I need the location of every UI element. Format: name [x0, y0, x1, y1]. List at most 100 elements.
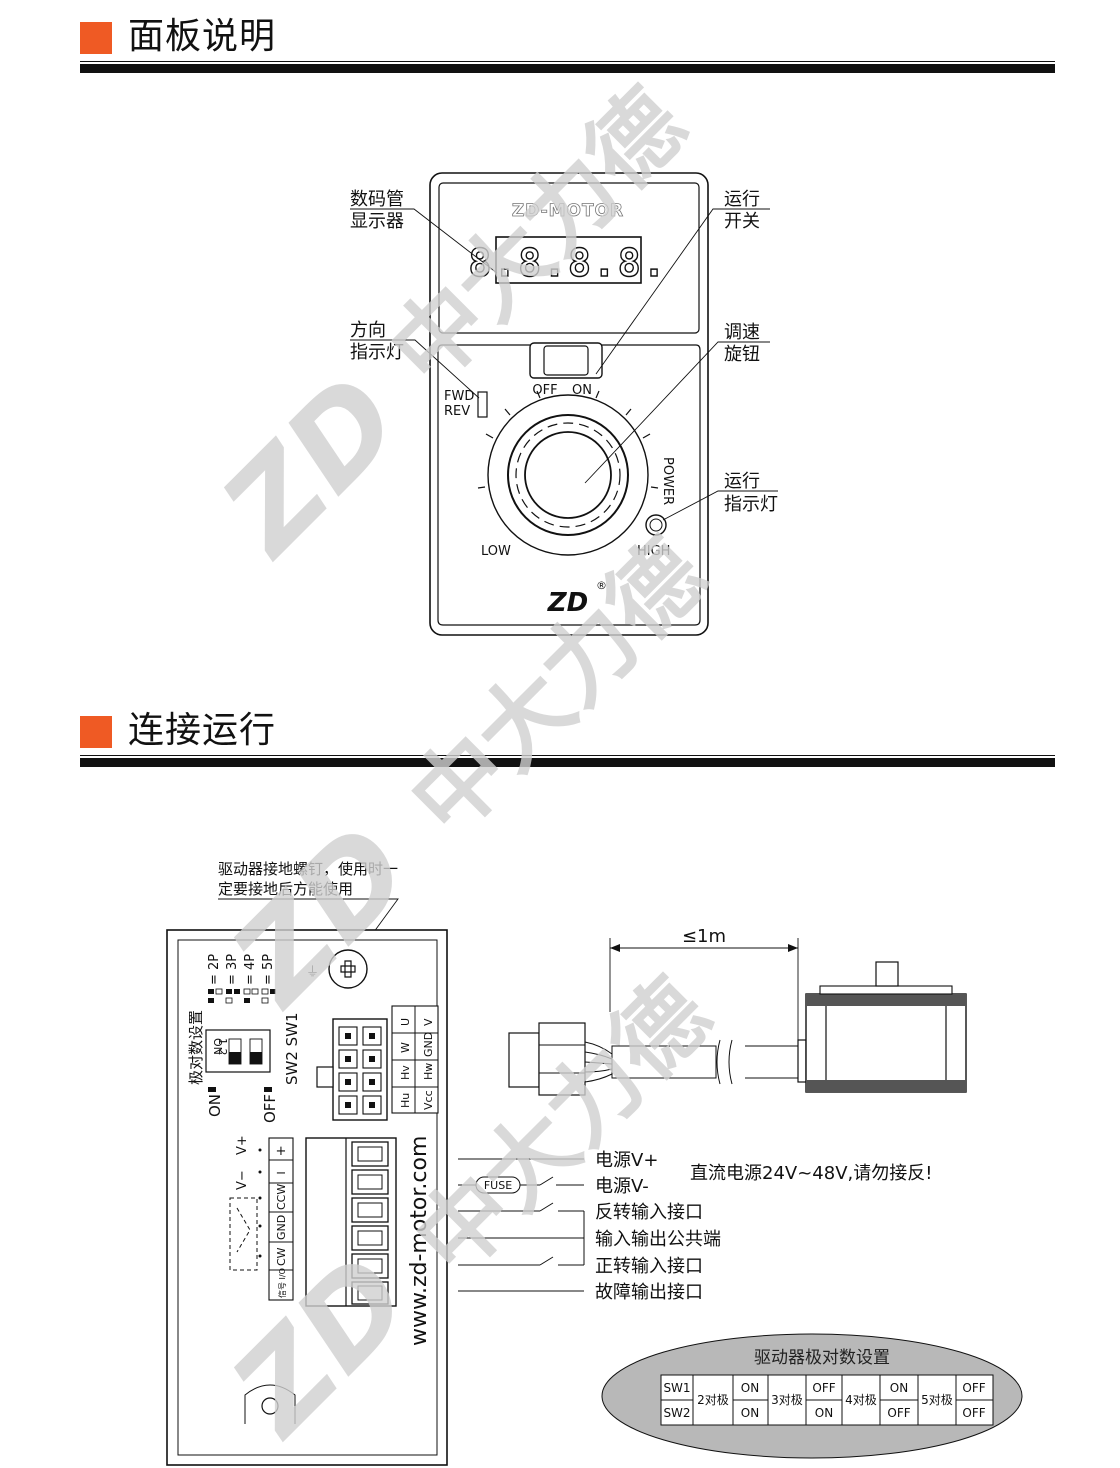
dashed-switch-line — [236, 1207, 251, 1253]
dip-switch-knob — [229, 1052, 241, 1064]
pole-group-4-sw1: ON — [890, 1381, 908, 1395]
pole-row-sw2: SW2 — [663, 1406, 690, 1420]
dip-on-label: ON — [211, 1038, 224, 1055]
section-header-connection: 连接运行 — [80, 708, 1055, 768]
direction-indicator-lamp — [477, 391, 488, 418]
pin-label-u: U — [399, 1018, 412, 1026]
fuse-label: FUSE — [484, 1179, 512, 1192]
sw-labels: SW2 SW1 — [283, 1012, 301, 1085]
pole-group-5-sw1: OFF — [962, 1381, 985, 1395]
callout-direction-lamp: 方向 指示灯 — [350, 320, 480, 399]
pole-group-2-sw2: ON — [741, 1406, 759, 1420]
terminal-label-signal-io: 信号 I/O — [277, 1268, 287, 1298]
signal-forward-input: 正转输入接口 — [595, 1256, 703, 1277]
ground-note-line2: 定要接地后方能使用 — [218, 880, 353, 898]
power-supply-note: 直流电源24V~48V,请勿接反! — [690, 1163, 932, 1184]
callout-run-lamp-line1: 运行 — [724, 471, 760, 492]
section-title: 面板说明 — [128, 16, 277, 57]
wiring-diagram: 驱动器接地螺钉，使用时一 定要接地后方能使用 ⏚ = 2P = 3P = 4P … — [166, 860, 1023, 1466]
dial-ticks — [477, 390, 659, 489]
seven-segment-display — [495, 236, 642, 284]
dashed-potentiometer — [229, 1197, 258, 1271]
pole-group-4-sw2: OFF — [887, 1406, 910, 1420]
low-label: LOW — [481, 544, 511, 559]
pole-label-5p: = 5P — [261, 954, 276, 985]
on-label: ON — [206, 1094, 224, 1117]
pole-row-sw1: SW1 — [663, 1381, 690, 1395]
pole-group-5-sw2: OFF — [962, 1406, 985, 1420]
panel-logo: ZD — [547, 588, 588, 618]
dip-number-label: 1 2 — [216, 1038, 229, 1056]
callout-run-switch-line1: 运行 — [724, 189, 760, 210]
signal-wires — [458, 1158, 585, 1292]
pole-setting-label: 极对数设置 — [187, 1010, 205, 1085]
callout-speed-line1: 调速 — [724, 322, 760, 343]
motor-band-bottom — [806, 1080, 966, 1092]
pole-group-3-sw2: ON — [815, 1406, 833, 1420]
motor-flange — [797, 1039, 807, 1083]
signal-power-plus: 电源V+ — [595, 1150, 658, 1171]
run-switch-lever[interactable] — [543, 345, 589, 376]
motor-band-top — [806, 994, 966, 1006]
callout-display-line1: 数码管 — [350, 189, 404, 210]
fwd-label: FWD — [444, 389, 474, 404]
off-label: OFF — [261, 1094, 279, 1123]
pole-table: SW1 SW2 2对极 ON ON 3对极 OFF ON 4对极 ON OFF … — [660, 1374, 994, 1426]
v-minus-label: V− — [235, 1170, 250, 1190]
callout-direction-line1: 方向 — [350, 320, 386, 341]
registered-mark: ® — [596, 579, 607, 592]
on-marker — [208, 1087, 216, 1092]
brand-text: ZD-MOTOR — [512, 201, 624, 221]
pin-label-v: V — [422, 1018, 435, 1026]
mount-hole — [261, 1397, 279, 1415]
signal-power-minus: 电源V- — [595, 1176, 649, 1197]
v-plus-label: V+ — [235, 1135, 250, 1155]
mount-hole-outline — [244, 1384, 296, 1424]
pole-group-5: 5对极 — [921, 1393, 953, 1407]
callout-run-switch: 运行 开关 — [595, 189, 770, 375]
pole-legend: = 2P = 3P = 4P = 5P — [207, 954, 276, 1004]
website-text: www.zd-motor.com — [407, 1136, 432, 1346]
section-thin-rule — [80, 755, 1055, 756]
pole-group-3-sw1: OFF — [812, 1381, 835, 1395]
callout-display: 数码管 显示器 — [350, 189, 498, 274]
callout-run-lamp-line2: 指示灯 — [724, 494, 778, 515]
dimension-arrow-right — [788, 944, 798, 952]
high-label: HIGH — [637, 544, 670, 559]
pole-table-title: 驱动器极对数设置 — [754, 1348, 890, 1368]
terminal-label-ccw: CCW — [275, 1184, 288, 1210]
terminal-label-plus: + — [276, 1144, 287, 1159]
switch-on-label: ON — [572, 383, 592, 398]
pin-label-w: W — [399, 1042, 412, 1053]
speed-knob-cap[interactable] — [524, 431, 612, 519]
rev-label: REV — [444, 404, 470, 419]
dip-switch-knob — [250, 1052, 262, 1064]
motor-connector-housing — [538, 1022, 586, 1096]
motor-end-cap — [819, 985, 953, 995]
power-label: POWER — [660, 457, 675, 505]
connector-pin-dots — [345, 1033, 375, 1108]
terminal-screw-inner — [357, 1146, 383, 1301]
ground-note-line1: 驱动器接地螺钉，使用时一 — [218, 860, 398, 878]
terminal-label-strip — [268, 1137, 294, 1301]
speed-knob-grip — [515, 422, 621, 528]
motor-shaft — [875, 961, 899, 987]
signal-reverse-input: 反转输入接口 — [595, 1202, 703, 1223]
section-marker — [80, 716, 112, 748]
panel-diagram: ZD-MOTOR 8.8.8.8. OFF ON FWD REV LOW HIG… — [350, 172, 778, 636]
motor-cable — [584, 1039, 798, 1085]
pin-label-hv: Hv — [399, 1065, 412, 1080]
section-marker — [80, 22, 112, 54]
callout-direction-line2: 指示灯 — [350, 342, 404, 363]
motor-connector — [508, 1032, 540, 1088]
section-rule — [80, 64, 1055, 73]
section-rule — [80, 758, 1055, 767]
signal-fault-output: 故障输出接口 — [595, 1282, 703, 1303]
pole-group-2: 2对极 — [697, 1393, 729, 1407]
off-marker — [264, 1087, 272, 1092]
pole-label-4p: = 4P — [243, 954, 258, 985]
terminal-label-minus: − — [276, 1166, 287, 1181]
callout-run-switch-line2: 开关 — [724, 211, 760, 232]
run-indicator-lamp-inner — [649, 518, 663, 532]
section-thin-rule — [80, 61, 1055, 62]
